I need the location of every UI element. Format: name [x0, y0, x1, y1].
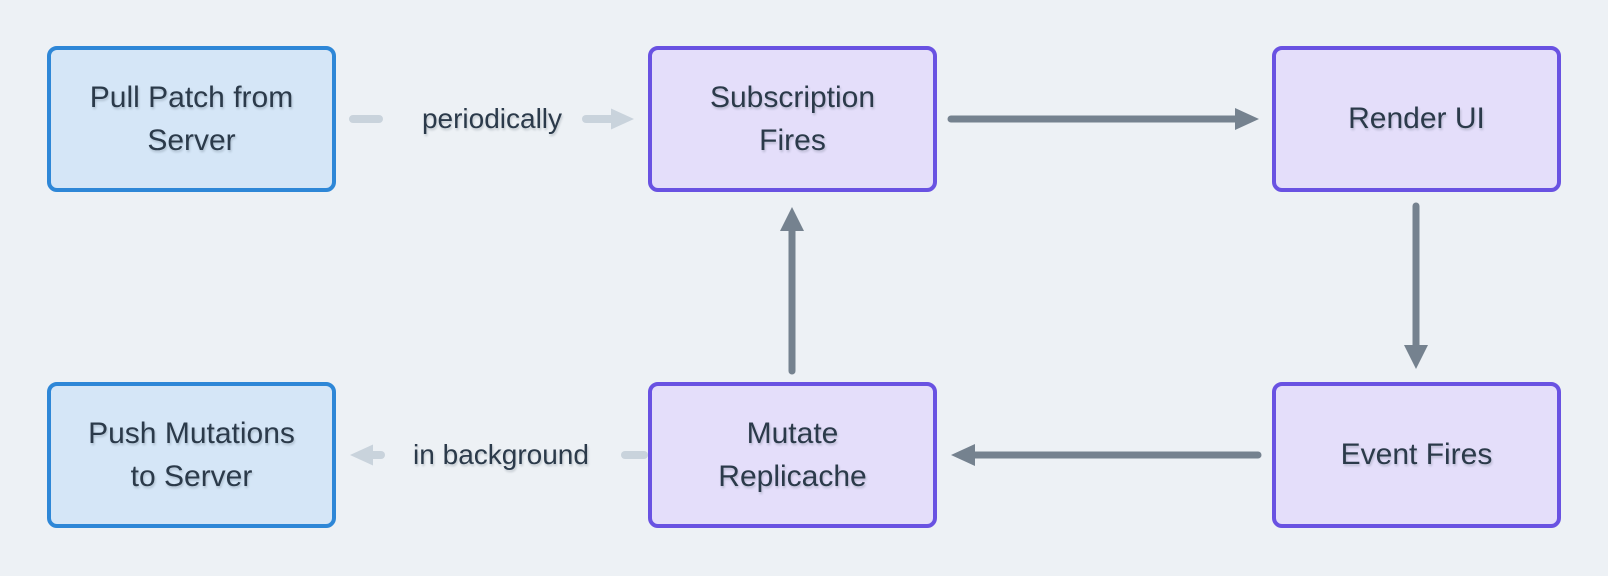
edge-subscription-to-render-arrow [947, 108, 1259, 130]
node-label-render-ui: Render UI [1348, 102, 1485, 136]
edge-mutate-to-subscription-arrow [780, 207, 804, 375]
node-push-mutations-to-server: Push Mutations to Server [47, 382, 336, 528]
node-label-subscription-fires: Subscription Fires [709, 80, 876, 158]
edge-periodically-arrow [349, 108, 634, 130]
edge-label-periodically: periodically [421, 103, 563, 134]
edge-in-background-arrow [350, 444, 648, 466]
node-pull-patch-from-server: Pull Patch from Server [47, 46, 336, 192]
node-subscription-fires: Subscription Fires [648, 46, 937, 192]
node-render-ui: Render UI [1272, 46, 1561, 192]
node-label-push-mutations-to-server: Push Mutations to Server [88, 416, 295, 494]
node-label-pull-patch-from-server: Pull Patch from Server [89, 80, 294, 158]
node-event-fires: Event Fires [1272, 382, 1561, 528]
node-mutate-replicache: Mutate Replicache [648, 382, 937, 528]
edge-render-to-event-arrow [1404, 202, 1428, 369]
edge-event-to-mutate-arrow [951, 444, 1262, 466]
node-label-mutate-replicache: Mutate Replicache [718, 416, 867, 494]
node-label-event-fires: Event Fires [1340, 438, 1493, 472]
edge-label-in-background: in background [413, 439, 589, 470]
